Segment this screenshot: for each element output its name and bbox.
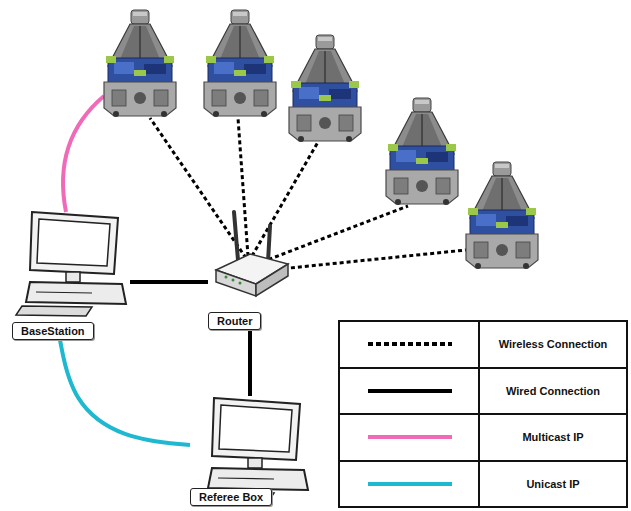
legend-line <box>368 342 452 346</box>
legend-sample <box>340 417 478 457</box>
illustration-part <box>252 142 318 256</box>
legend-line <box>368 482 452 486</box>
legend-row: Wireless Connection <box>340 322 626 367</box>
network-link <box>130 280 208 284</box>
illustration-part <box>466 162 538 269</box>
legend-row: Wired Connection <box>340 367 626 414</box>
node-label: BaseStation <box>12 322 94 340</box>
illustration-part <box>150 118 246 258</box>
legend-sample-cell <box>340 462 480 507</box>
legend-row: Multicast IP <box>340 413 626 460</box>
illustration-part <box>239 282 242 285</box>
illustration-part <box>232 279 235 282</box>
illustration-part <box>268 226 270 262</box>
legend-label: Wireless Connection <box>480 322 626 367</box>
node-label: Router <box>208 312 261 330</box>
legend-table: Wireless ConnectionWired ConnectionMulti… <box>338 320 628 508</box>
legend-line <box>368 389 452 393</box>
legend-row: Unicast IP <box>340 460 626 507</box>
illustration-part <box>289 35 361 142</box>
illustration-part <box>204 10 276 117</box>
legend-sample <box>340 371 478 411</box>
node-box: Referee Box <box>190 396 305 506</box>
illustration-part <box>262 206 408 262</box>
illustration-part <box>16 212 126 316</box>
legend-label: Wired Connection <box>480 369 626 414</box>
network-link <box>248 330 252 396</box>
illustration-part <box>216 270 256 296</box>
router-figure <box>216 212 288 296</box>
illustration-part <box>256 264 288 296</box>
illustration-part <box>104 10 176 117</box>
legend-sample-cell <box>340 369 480 414</box>
node-box: Router <box>208 205 292 330</box>
illustration-part <box>234 212 238 260</box>
legend-sample <box>340 464 478 504</box>
illustration-part <box>225 276 228 279</box>
illustration-part <box>198 398 308 502</box>
illustration-part <box>238 118 248 256</box>
legend-label: Unicast IP <box>480 462 626 507</box>
network-link <box>60 340 190 445</box>
illustration-part <box>386 98 458 205</box>
legend-label: Multicast IP <box>480 415 626 460</box>
node-label: Referee Box <box>190 488 272 506</box>
legend-sample-cell <box>340 322 480 367</box>
multicast-link <box>63 96 104 212</box>
illustration-part <box>270 250 466 270</box>
legend-sample-cell <box>340 415 480 460</box>
legend-line <box>368 435 452 439</box>
legend-sample <box>340 324 478 364</box>
node-box: BaseStation <box>12 208 130 340</box>
